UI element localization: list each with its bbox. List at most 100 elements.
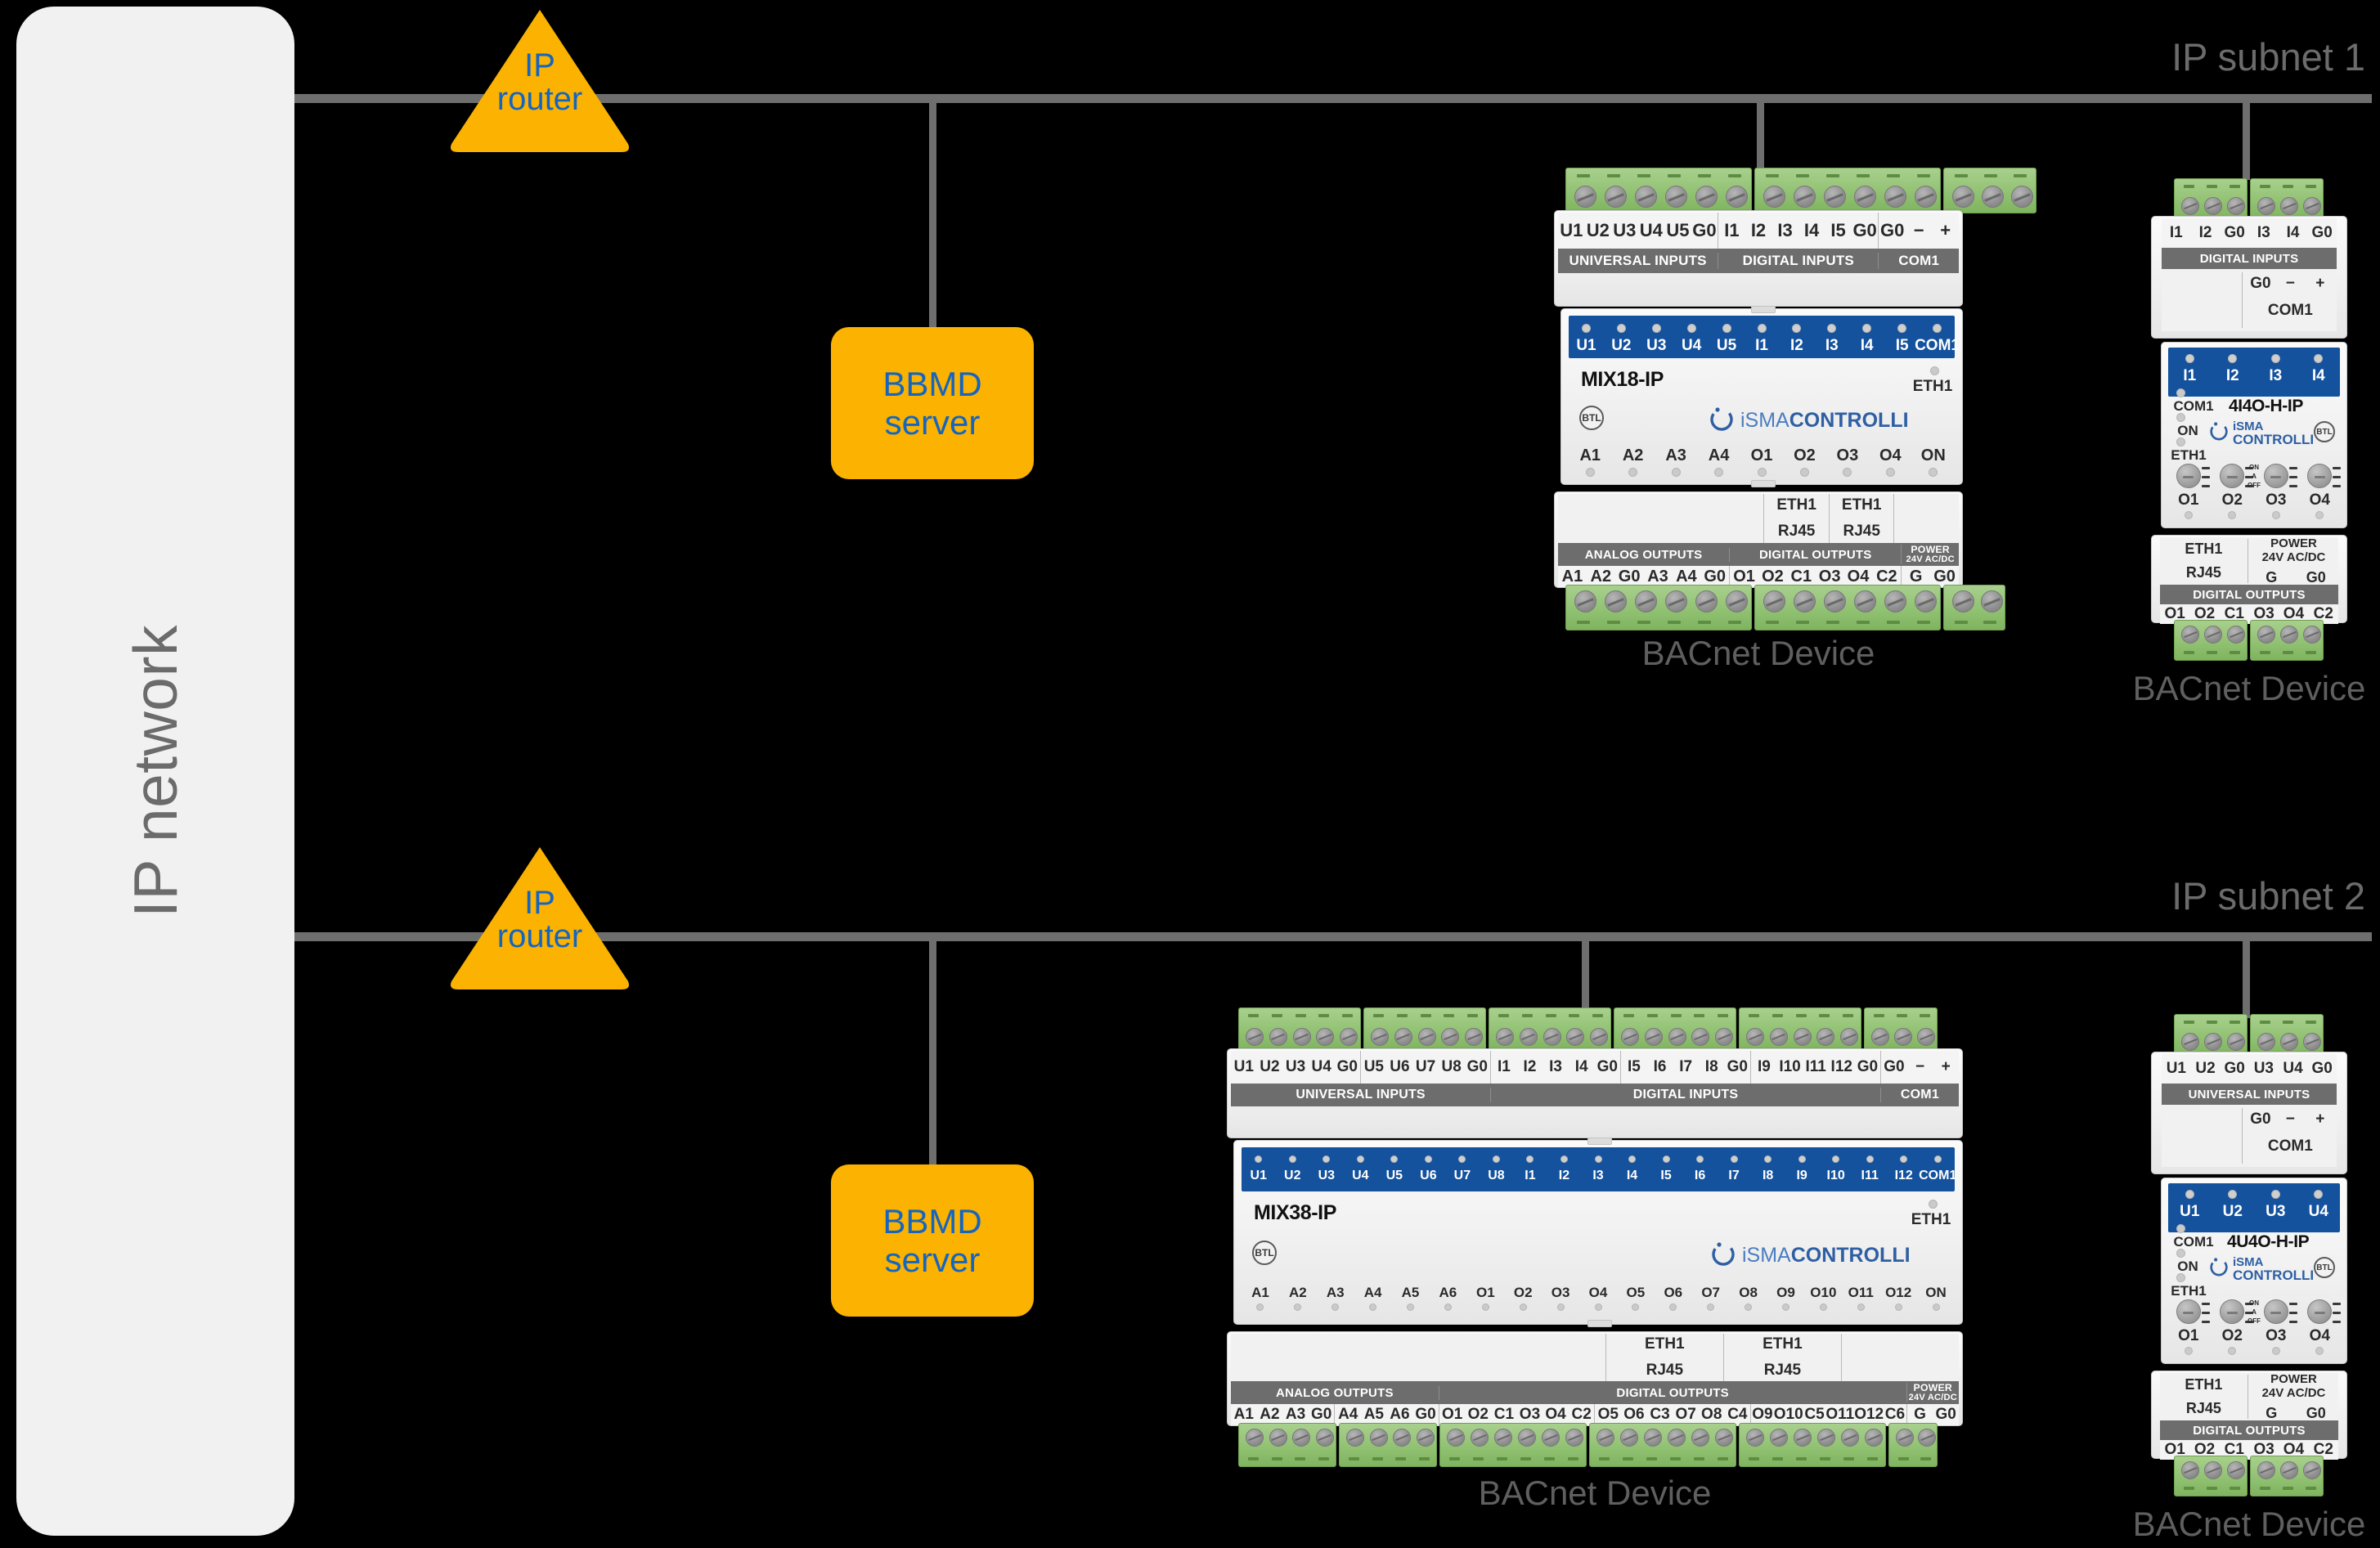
output-label: A3	[1665, 446, 1686, 464]
terminal-screw	[1465, 1028, 1484, 1046]
rotary-switch-o4[interactable]	[2307, 464, 2333, 488]
terminal-notch	[1843, 1014, 1854, 1017]
4u4o-eth-port[interactable]: ETH1 RJ45	[2160, 1373, 2248, 1420]
rotary-switch-o3[interactable]	[2263, 1299, 2288, 1324]
4i4o-eth-port[interactable]: ETH1 RJ45	[2160, 537, 2248, 585]
terminal-notch	[1857, 621, 1870, 624]
4u4o-on-led-label: ON	[2177, 1259, 2198, 1274]
terminal-screw	[1823, 186, 1846, 208]
rotary-switch-o2[interactable]	[2220, 1299, 2245, 1324]
terminal-label: I6	[1653, 1058, 1667, 1075]
terminal-label: G0	[1466, 1058, 1488, 1075]
terminal-screw	[1871, 1028, 1889, 1046]
status-led-label: U4	[1352, 1169, 1369, 1182]
status-led-label: U2	[1284, 1169, 1301, 1182]
terminal-notch	[2184, 1021, 2194, 1024]
rotary-switch-o3[interactable]	[2263, 464, 2288, 488]
terminal-block	[1489, 1007, 1611, 1052]
terminal-label: G0	[1336, 1058, 1358, 1075]
terminal-notch	[1568, 1457, 1578, 1461]
terminal-label: I2	[2198, 224, 2212, 241]
terminal-screw	[1620, 1429, 1638, 1447]
output-led	[1594, 1303, 1602, 1311]
output-led	[1929, 468, 1938, 477]
terminal-notch	[1637, 174, 1650, 177]
terminal-block	[1739, 1423, 1886, 1467]
eth-port-type: RJ45	[1646, 1362, 1684, 1379]
terminal-notch	[2306, 185, 2316, 188]
terminal-label: G0	[1935, 1406, 1956, 1423]
drop-line-bbmd-1	[929, 94, 936, 331]
bbmd-server-1[interactable]: BBMD server	[831, 327, 1034, 479]
terminal-notch	[1248, 1014, 1259, 1017]
status-led-label: I3	[1825, 337, 1839, 354]
terminal-screw	[1393, 1429, 1411, 1447]
terminal-notch	[2283, 185, 2293, 188]
terminal-label: G	[1914, 1406, 1926, 1423]
terminal-screw	[1315, 1429, 1334, 1447]
status-led	[1722, 324, 1731, 333]
terminal-notch	[1694, 1014, 1705, 1017]
output-led	[1799, 468, 1809, 477]
rotary-switch-o1[interactable]	[2176, 464, 2201, 488]
mix38-eth1-led	[1929, 1200, 1938, 1209]
rotary-switch-o4[interactable]	[2307, 1299, 2333, 1324]
terminal-label: U1	[1560, 220, 1583, 240]
terminal-notch	[1271, 1014, 1282, 1017]
terminal-notch	[1592, 1014, 1604, 1017]
ip-router-1[interactable]: IP router	[447, 7, 633, 155]
btl-logo-icon: BTL	[2314, 1257, 2335, 1278]
terminal-screw	[1604, 186, 1627, 208]
terminal-notch	[2184, 1487, 2194, 1490]
bbmd-server-2[interactable]: BBMD server	[831, 1164, 1034, 1317]
terminal-screw	[1316, 1028, 1335, 1046]
output-led	[1885, 468, 1895, 477]
terminal-screw	[1725, 590, 1748, 612]
output-led	[1256, 1303, 1264, 1311]
output-led	[1632, 1303, 1640, 1311]
rotary-switch-o2[interactable]	[2220, 464, 2245, 488]
terminal-notch	[1772, 1457, 1783, 1461]
eth-port-type: RJ45	[1763, 1362, 1802, 1379]
terminal-label: −	[2285, 275, 2295, 292]
rotary-output-led	[2228, 1347, 2237, 1355]
terminal-screw	[1292, 1429, 1310, 1447]
terminal-group-label: DIGITAL OUTPUTS	[1438, 1385, 1906, 1400]
terminal-notch	[1920, 1457, 1931, 1461]
terminal-label: G0	[1933, 567, 1956, 586]
output-label: O9	[1776, 1285, 1795, 1300]
status-led-label: I1	[1755, 337, 1768, 354]
terminal-label: U2	[1586, 220, 1610, 240]
output-label: O3	[1551, 1285, 1570, 1300]
status-led	[1255, 1155, 1263, 1163]
ip-router-2[interactable]: IP router	[447, 844, 633, 993]
rotary-tick	[2288, 485, 2297, 487]
terminal-label: G0	[1857, 1058, 1879, 1075]
terminal-block	[1943, 585, 2005, 630]
rotary-switch-o1[interactable]	[2176, 1299, 2201, 1324]
eth-port-type: RJ45	[1777, 523, 1816, 540]
status-led-label: U7	[1453, 1169, 1471, 1182]
terminal-notch	[1668, 174, 1681, 177]
terminal-notch	[1607, 174, 1620, 177]
terminal-label: G0	[1618, 567, 1641, 586]
terminal-label: I1	[2169, 224, 2183, 241]
terminal-screw	[1896, 1429, 1914, 1447]
